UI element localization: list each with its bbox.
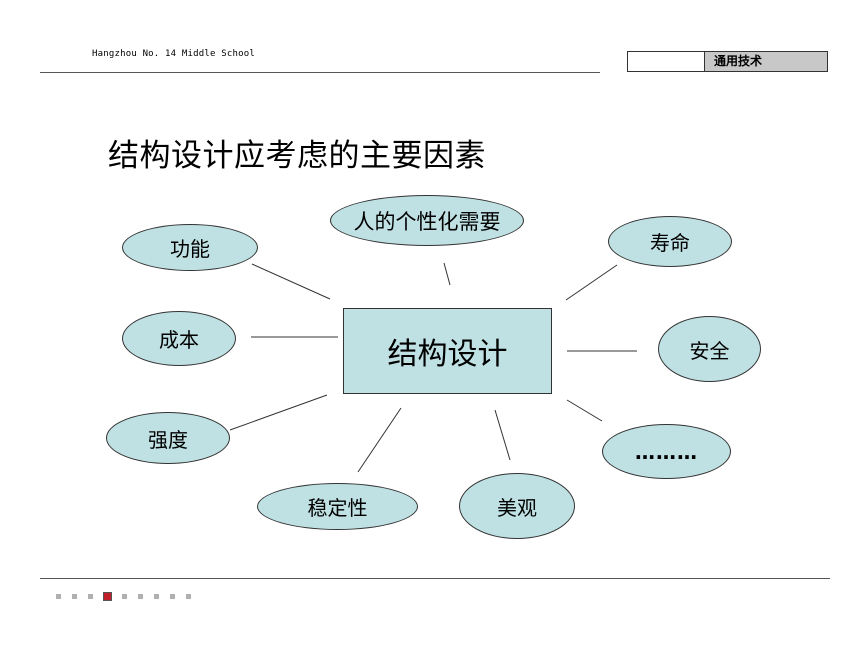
header-divider [40, 72, 600, 73]
connector-lifespan [565, 264, 618, 301]
slide-dot[interactable] [154, 594, 159, 599]
node-safety: 安全 [658, 316, 761, 382]
slide-title: 结构设计应考虑的主要因素 [108, 138, 486, 174]
connector-more [566, 399, 603, 422]
connector-strength [229, 394, 328, 431]
school-name: Hangzhou No. 14 Middle School [92, 49, 255, 59]
node-lifespan: 寿命 [608, 216, 732, 267]
slide-dot[interactable] [88, 594, 93, 599]
slide-dot[interactable] [72, 594, 77, 599]
slide-dot[interactable] [170, 594, 175, 599]
course-label-box: 通用技术 [627, 51, 828, 72]
node-function: 功能 [122, 224, 258, 271]
course-label: 通用技术 [704, 51, 828, 72]
connector-stability [357, 407, 402, 473]
slide-dot[interactable] [186, 594, 191, 599]
connector-personal-need [443, 262, 451, 286]
center-node: 结构设计 [343, 308, 552, 394]
connector-appearance [494, 409, 511, 461]
node-cost: 成本 [122, 311, 236, 366]
node-more: ……… [602, 424, 731, 479]
node-strength: 强度 [106, 412, 230, 464]
slide-dot-active[interactable] [103, 592, 112, 601]
node-personal-need: 人的个性化需要 [330, 195, 524, 246]
connector-function [251, 263, 331, 300]
slide-dot[interactable] [122, 594, 127, 599]
node-stability: 稳定性 [257, 483, 418, 530]
slide-navigation [56, 592, 202, 601]
footer-divider [40, 578, 830, 579]
slide-dot[interactable] [56, 594, 61, 599]
slide-dot[interactable] [138, 594, 143, 599]
node-appearance: 美观 [459, 473, 575, 539]
